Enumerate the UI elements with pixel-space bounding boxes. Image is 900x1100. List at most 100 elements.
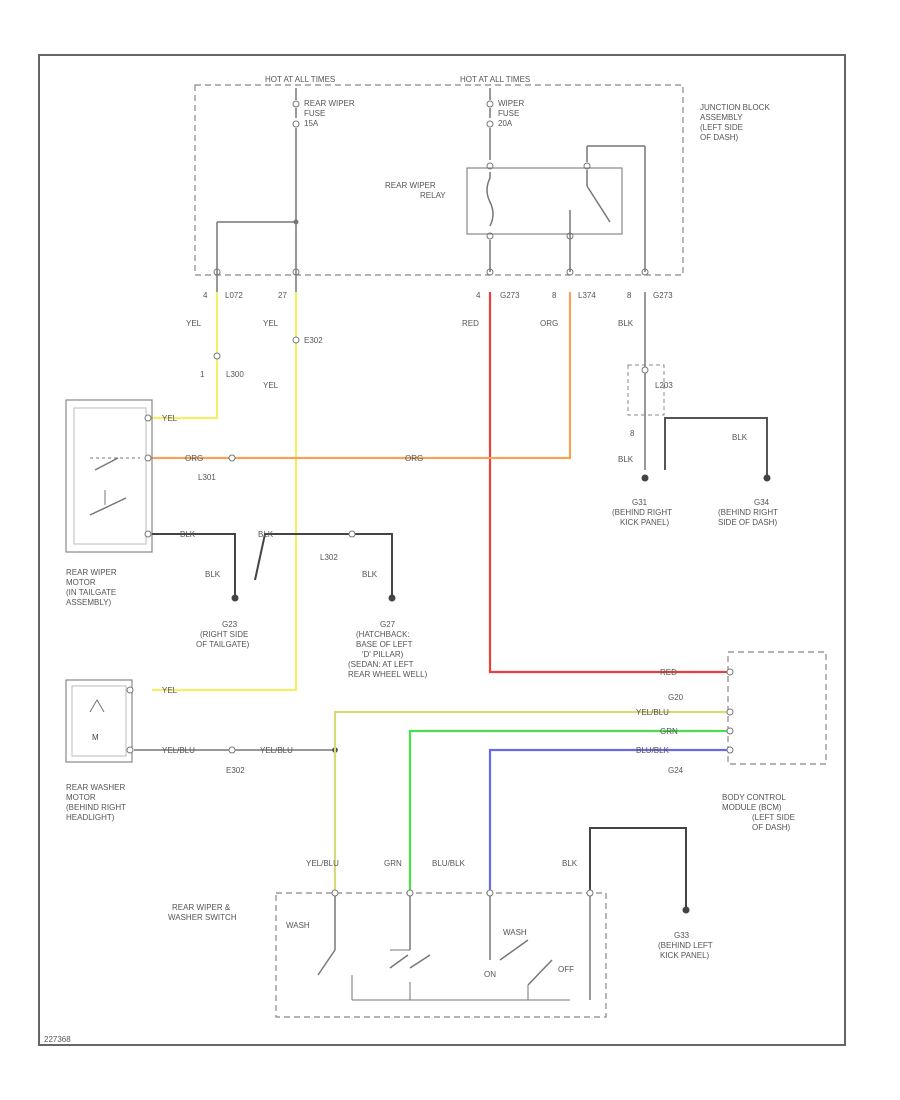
bcm-label-1: BODY CONTROL bbox=[722, 793, 786, 802]
pin-a-conn: L072 bbox=[225, 291, 243, 300]
g31-label-1: G31 bbox=[632, 498, 648, 507]
wire-grn-bcm bbox=[408, 729, 728, 890]
g33-label-1: G33 bbox=[674, 931, 690, 940]
motor-label-1: REAR WIPER bbox=[66, 568, 117, 577]
g27-label-3: BASE OF LEFT bbox=[356, 640, 413, 649]
wire-yelblu-bcm-label: YEL/BLU bbox=[636, 708, 669, 717]
wire-l300-label: L300 bbox=[226, 370, 244, 379]
wire-yelblu-bcm bbox=[333, 710, 728, 890]
washer-label-4: HEADLIGHT) bbox=[66, 813, 115, 822]
hot-label-2: HOT AT ALL TIMES bbox=[460, 75, 530, 84]
washer-label-1: REAR WASHER bbox=[66, 783, 125, 792]
wire-blublk-sw-label: BLU/BLK bbox=[432, 859, 466, 868]
junction-block-box bbox=[194, 84, 684, 276]
g31-label-3: KICK PANEL) bbox=[620, 518, 670, 527]
fuse2-line1: WIPER bbox=[498, 99, 524, 108]
g31-ground bbox=[641, 474, 649, 482]
wire-yelblu-sw-label: YEL/BLU bbox=[306, 859, 339, 868]
wire-blk-sw-label: BLK bbox=[562, 859, 578, 868]
footer-code: 227368 bbox=[44, 1035, 71, 1044]
rear-wiper-motor bbox=[65, 399, 153, 553]
g24-label: G24 bbox=[668, 766, 684, 775]
g33-ground bbox=[682, 906, 690, 914]
wire-blk-g2-label: BLK bbox=[362, 570, 378, 579]
switch-off-label: OFF bbox=[558, 965, 574, 974]
motor-label-4: ASSEMBLY) bbox=[66, 598, 112, 607]
wire-yel-washer bbox=[152, 292, 298, 692]
wire-blk-g34 bbox=[664, 417, 768, 478]
wire-yel-washer-label: YEL bbox=[162, 686, 178, 695]
relay-label-1: REAR WIPER bbox=[385, 181, 436, 190]
motor-label-2: MOTOR bbox=[66, 578, 96, 587]
e302-label: E302 bbox=[304, 336, 323, 345]
g34-label-3: SIDE OF DASH) bbox=[718, 518, 777, 527]
diagram-border bbox=[38, 54, 846, 1046]
fuse1-line2: FUSE bbox=[304, 109, 325, 118]
g23-label-2: (RIGHT SIDE bbox=[200, 630, 248, 639]
fuse2-line2: FUSE bbox=[498, 109, 519, 118]
pin-8-label: 8 bbox=[630, 429, 635, 438]
switch-label-1: REAR WIPER & bbox=[172, 903, 231, 912]
g31-label-2: (BEHIND RIGHT bbox=[612, 508, 672, 517]
wire-l203-label: L203 bbox=[655, 381, 673, 390]
rear-washer-motor: M bbox=[65, 679, 134, 763]
wire-grn-sw-label: GRN bbox=[384, 859, 402, 868]
wiper-fuse bbox=[486, 88, 494, 160]
g27-label-4: 'D' PILLAR) bbox=[362, 650, 404, 659]
pin-d-num: 8 bbox=[552, 291, 557, 300]
wire-blk-g27 bbox=[254, 533, 393, 597]
wire-yelblu-w1-label: YEL/BLU bbox=[162, 746, 195, 755]
wire-red-bcm-label: RED bbox=[660, 668, 677, 677]
g27-label-1: G27 bbox=[380, 620, 396, 629]
wire-blk-g34-label: BLK bbox=[732, 433, 748, 442]
wire-yelblu-w2-label: YEL/BLU bbox=[260, 746, 293, 755]
jb-label-4: OF DASH) bbox=[700, 133, 739, 142]
pin-e-conn: G273 bbox=[653, 291, 673, 300]
wire-org-mid-label: ORG bbox=[405, 454, 423, 463]
wire-blk-g23 bbox=[152, 533, 236, 597]
pin-d-conn: L374 bbox=[578, 291, 596, 300]
wire-blk-g33 bbox=[589, 827, 687, 908]
wire-blk-g1-label: BLK bbox=[205, 570, 221, 579]
g33-label-3: KICK PANEL) bbox=[660, 951, 710, 960]
g20-label: G20 bbox=[668, 693, 684, 702]
wire-grn-bcm-label: GRN bbox=[660, 727, 678, 736]
wire-l301-label: L301 bbox=[198, 473, 216, 482]
wire-yel-motor-label: YEL bbox=[162, 414, 178, 423]
wire-blk-m1-label: BLK bbox=[180, 530, 196, 539]
svg-text:M: M bbox=[92, 733, 99, 742]
pin-c-num: 4 bbox=[476, 291, 481, 300]
g34-label-2: (BEHIND RIGHT bbox=[718, 508, 778, 517]
pin-c-conn: G273 bbox=[500, 291, 520, 300]
g34-ground bbox=[763, 474, 771, 482]
wire-blublk-bcm-label: BLU/BLK bbox=[636, 746, 670, 755]
motor-label-3: (IN TAILGATE bbox=[66, 588, 116, 597]
wire-red-bcm bbox=[488, 292, 728, 674]
g23-ground bbox=[231, 594, 239, 602]
fuse1-line3: 15A bbox=[304, 119, 319, 128]
pin-1-label: 1 bbox=[200, 370, 205, 379]
g23-label-1: G23 bbox=[222, 620, 238, 629]
pin-e-num: 8 bbox=[627, 291, 632, 300]
rear-wiper-relay bbox=[466, 145, 646, 272]
wire-l302-label: L302 bbox=[320, 553, 338, 562]
jb-label-3: (LEFT SIDE bbox=[700, 123, 743, 132]
wire-org-motor-label: ORG bbox=[185, 454, 203, 463]
wire-blk-label: BLK bbox=[618, 319, 634, 328]
g33-label-2: (BEHIND LEFT bbox=[658, 941, 713, 950]
rear-wiper-fuse bbox=[292, 88, 300, 292]
jb-label-1: JUNCTION BLOCK bbox=[700, 103, 770, 112]
e302b-label: E302 bbox=[226, 766, 245, 775]
fuse1-line1: REAR WIPER bbox=[304, 99, 355, 108]
pin-a-num: 4 bbox=[203, 291, 208, 300]
wire-org-label: ORG bbox=[540, 319, 558, 328]
g27-label-5: (SEDAN: AT LEFT bbox=[348, 660, 414, 669]
g23-label-3: OF TAILGATE) bbox=[196, 640, 250, 649]
g34-label-1: G34 bbox=[754, 498, 770, 507]
wire-red-label: RED bbox=[462, 319, 479, 328]
wire-org-motor bbox=[152, 292, 572, 460]
fuse2-line3: 20A bbox=[498, 119, 513, 128]
wire-yel-motor bbox=[152, 292, 219, 420]
wire-blublk-bcm bbox=[488, 748, 728, 890]
